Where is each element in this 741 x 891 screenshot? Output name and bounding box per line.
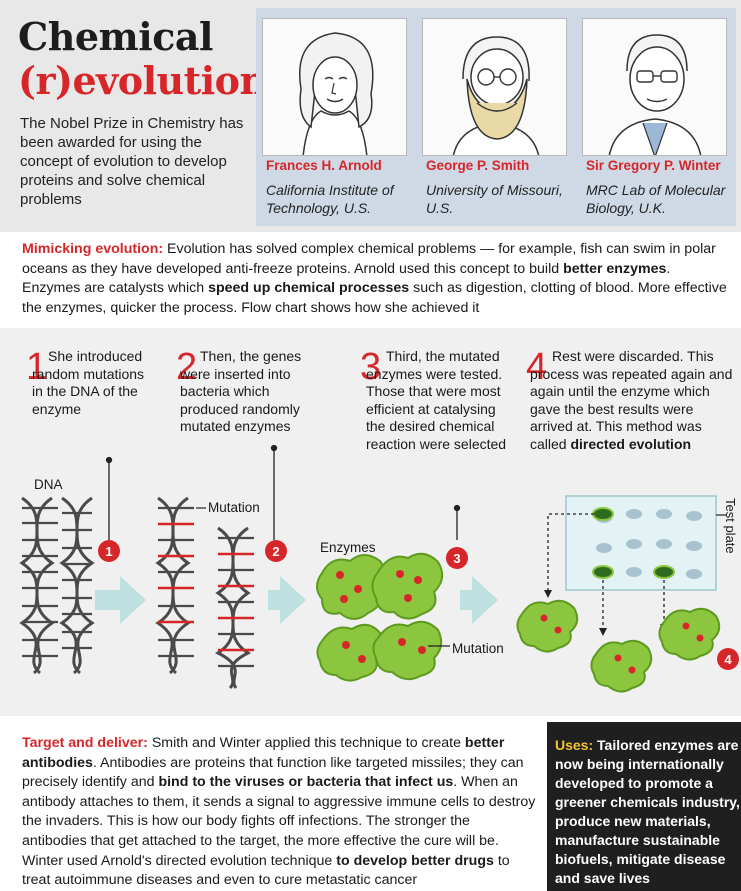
mutated-dna-icon: [155, 496, 251, 690]
flow-diagram: 1 2: [19, 444, 739, 693]
laureate-smith: George P. Smith University of Missouri, …: [422, 18, 567, 218]
enzymes-cluster-icon: [316, 552, 444, 682]
arrow-icon: [95, 576, 146, 624]
laureate-winter: Sir Gregory P. Winter MRC Lab of Molecul…: [582, 18, 727, 218]
title-line-2: (r)evolution: [18, 58, 267, 103]
laureate-name: Frances H. Arnold: [266, 158, 382, 173]
mimicking-text: . Enzymes are catalysts which: [22, 260, 671, 297]
step-1-number: 1: [26, 346, 48, 388]
mimicking-text: such as digestion, clotting of blood. Mo…: [22, 280, 727, 316]
laureate-name: George P. Smith: [426, 158, 530, 173]
arrow-icon: [268, 576, 306, 624]
step-4-bold: directed evolution: [570, 435, 692, 452]
target-label: Target and deliver:: [22, 735, 148, 751]
arrow-icon: [460, 576, 498, 624]
mimicking-text: Evolution has solved complex chemical pr…: [22, 241, 716, 277]
step-4-marker: 4: [717, 648, 739, 670]
target-bold: bind to the viruses or bacteria that inf…: [158, 774, 454, 791]
dna-label: DNA: [34, 477, 63, 492]
test-plate-icon: [565, 495, 726, 591]
laureate-institution: University of Missouri, U.S.: [426, 182, 563, 216]
step-3-number: 3: [360, 346, 382, 388]
enzymes-label: Enzymes: [320, 540, 376, 555]
portrait-smith-image: [422, 18, 567, 156]
laureate-arnold: Frances H. Arnold California Institute o…: [262, 18, 407, 218]
step-3-marker: 3: [446, 547, 468, 569]
target-bold: better antibodies: [22, 735, 505, 771]
step-2-number: 2: [176, 346, 198, 388]
uses-box: Uses: Tailored enzymes are now being int…: [547, 722, 741, 891]
mimicking-bold: speed up chemical processes: [208, 280, 410, 296]
step-4-number: 4: [526, 346, 548, 388]
test-plate-label: Test plate: [723, 498, 738, 554]
svg-text:2: 2: [272, 544, 279, 559]
laureate-institution: MRC Lab of Molecular Biology, U.K.: [586, 182, 726, 216]
laureates-panel: Frances H. Arnold California Institute o…: [256, 8, 736, 226]
laureate-name: Sir Gregory P. Winter: [586, 158, 721, 173]
step-2-text: Then, the genes were inserted into bacte…: [180, 348, 302, 434]
dna-helix-icon: [59, 496, 95, 675]
intro-text: The Nobel Prize in Chemistry has been aw…: [20, 115, 244, 208]
portrait-winter-image: [582, 18, 727, 156]
step-1-marker: 1: [98, 540, 120, 562]
laureate-institution: California Institute of Technology, U.S.: [266, 182, 394, 216]
mimicking-label: Mimicking evolution:: [22, 241, 164, 257]
target-text: . When an antibody attaches to them, it …: [22, 774, 536, 869]
uses-label: Uses:: [555, 737, 594, 753]
portrait-arnold-image: [262, 18, 407, 156]
target-bold: to develop better drugs: [336, 852, 494, 869]
target-text: to treat autoimmune diseases and even to…: [22, 852, 510, 889]
step-1-text: She introduced random mutations in the D…: [32, 348, 145, 417]
svg-text:3: 3: [453, 551, 460, 566]
mimicking-evolution-paragraph: Mimicking evolution: Evolution has solve…: [22, 240, 728, 318]
dna-helix-icon: [19, 496, 55, 675]
step-4-text: Rest were discarded. This process was re…: [530, 348, 733, 452]
step-2-marker: 2: [265, 540, 287, 562]
target-text: Smith and Winter applied this technique …: [147, 735, 465, 751]
uses-text: Uses: Tailored enzymes are now being int…: [555, 736, 741, 888]
mimicking-bold: better enzymes: [563, 260, 667, 277]
svg-text:4: 4: [724, 652, 732, 667]
step-3-text: Third, the mutated enzymes were tested. …: [366, 348, 507, 452]
target-text: . Antibodies are proteins that function …: [22, 754, 524, 791]
header-panel: Chemical (r)evolution The Nobel Prize in…: [0, 0, 741, 232]
uses-body: Tailored enzymes are now being internati…: [555, 737, 740, 886]
selected-enzymes-icon: [516, 599, 721, 693]
svg-text:1: 1: [105, 544, 112, 559]
mutation-bottom-label: Mutation: [452, 641, 504, 656]
target-and-deliver-paragraph: Target and deliver: Smith and Winter app…: [22, 734, 537, 891]
title-line-1: Chemical: [18, 14, 213, 59]
mutation-top-label: Mutation: [208, 500, 260, 515]
